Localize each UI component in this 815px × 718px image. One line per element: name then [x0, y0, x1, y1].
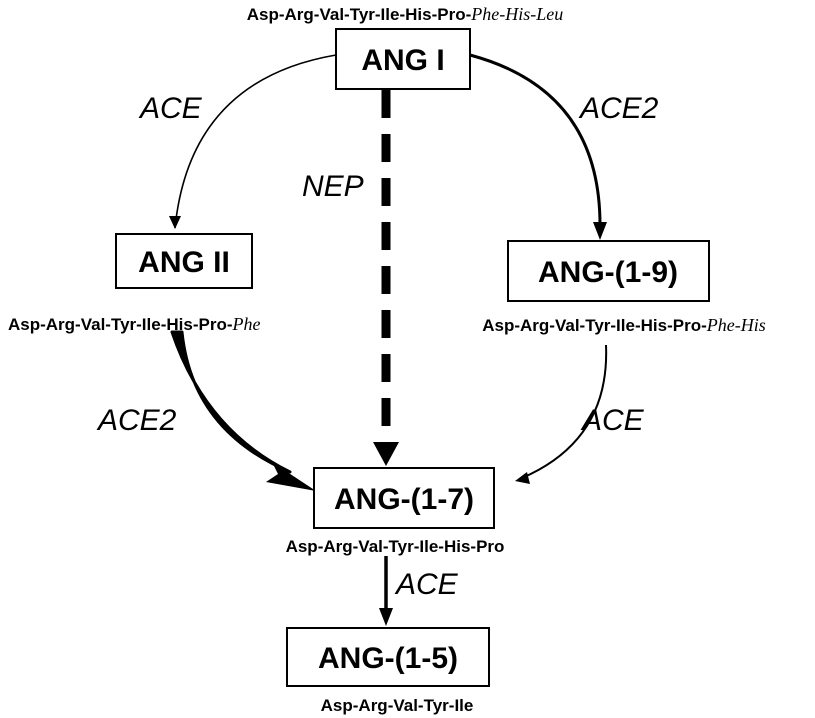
arrowhead-ang19-to-ang17 [515, 472, 530, 484]
arrowhead-ang1-to-ang19 [593, 222, 607, 240]
arrow-ang1-to-ang19 [469, 53, 602, 226]
seq-ang1-main: Asp-Arg-Val-Tyr-Ile-His-Pro- [247, 5, 472, 24]
seq-ang1-italic: Phe-His-Leu [470, 4, 563, 24]
node-ang15-label: ANG-(1-5) [318, 642, 458, 675]
enzyme-label-ace-ang19-ang17: ACE [580, 404, 645, 437]
enzyme-label-ace2-ang2-ang17: ACE2 [96, 404, 177, 437]
enzyme-label-nep-ang1-ang17: NEP [302, 170, 364, 203]
node-ang17-label: ANG-(1-7) [334, 483, 474, 516]
seq-ang17: Asp-Arg-Val-Tyr-Ile-His-Pro [286, 537, 505, 556]
arrowhead-ang1-to-ang2 [169, 216, 181, 229]
node-ang1: ANG I [335, 28, 471, 90]
arrow-ang19-to-ang17 [521, 344, 608, 479]
node-ang2: ANG II [115, 233, 253, 289]
enzyme-label-ace-ang1-ang2: ACE [138, 92, 203, 125]
node-ang1-label: ANG I [361, 44, 444, 77]
seq-ang19: Asp-Arg-Val-Tyr-Ile-His-Pro-Phe-His [482, 315, 765, 335]
node-ang19-label: ANG-(1-9) [538, 256, 678, 289]
node-ang15: ANG-(1-5) [286, 627, 490, 687]
arrow-ang1-to-ang2 [174, 54, 337, 229]
seq-ang2-main: Asp-Arg-Val-Tyr-Ile-His-Pro- [8, 315, 233, 334]
seq-ang2: Asp-Arg-Val-Tyr-Ile-His-Pro-Phe [8, 314, 260, 334]
seq-ang15: Asp-Arg-Val-Tyr-Ile [321, 696, 474, 715]
enzyme-label-ace2-ang1-ang19: ACE2 [578, 92, 659, 125]
arrowhead-ang1-to-ang17 [373, 442, 399, 466]
node-ang2-label: ANG II [138, 246, 230, 279]
seq-ang1: Asp-Arg-Val-Tyr-Ile-His-Pro-Phe-His-Leu [247, 4, 563, 24]
arrowhead-ang2-to-ang17 [266, 462, 316, 491]
seq-ang19-main: Asp-Arg-Val-Tyr-Ile-His-Pro- [482, 316, 707, 335]
seq-ang19-italic: Phe-His [706, 315, 766, 335]
node-ang17: ANG-(1-7) [313, 467, 495, 529]
arrowhead-ang17-to-ang15 [379, 608, 393, 626]
enzyme-label-ace-ang17-ang15: ACE [394, 568, 459, 601]
node-ang19: ANG-(1-9) [507, 240, 710, 302]
seq-ang2-italic: Phe [232, 314, 261, 334]
arrow-ang2-to-ang17 [170, 330, 292, 474]
